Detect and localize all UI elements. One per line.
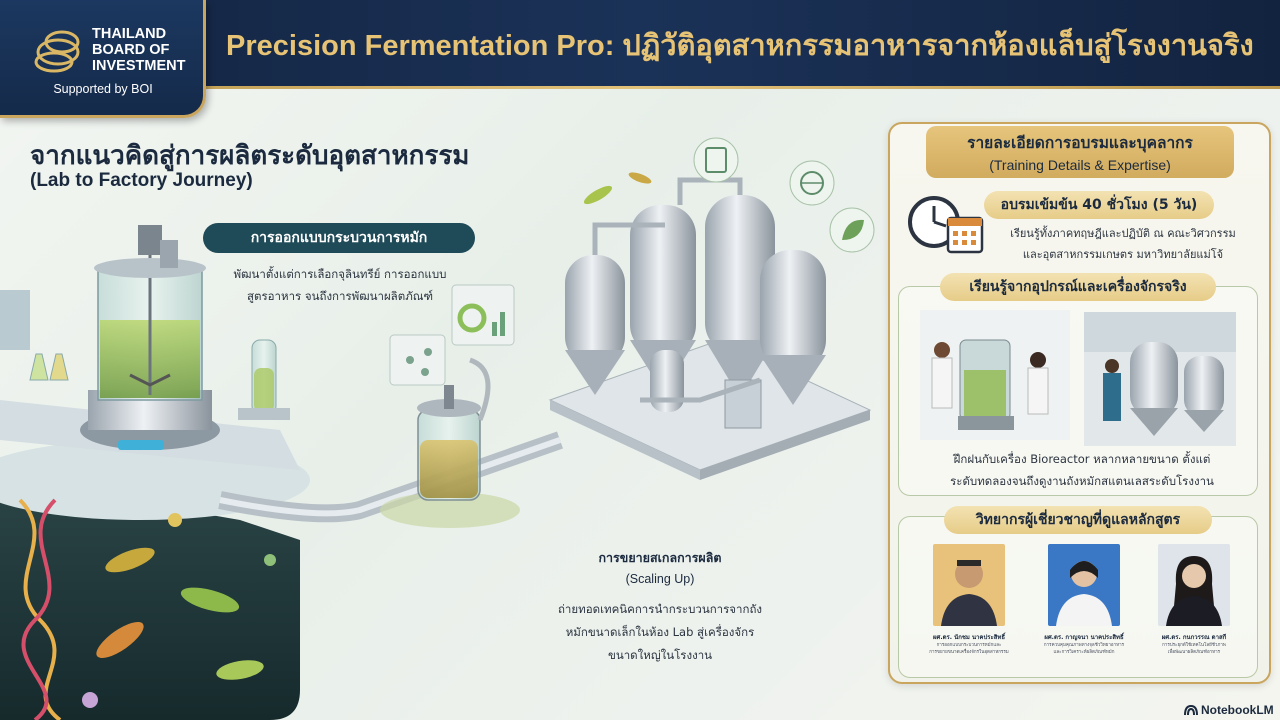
lab-bioreactor	[80, 225, 220, 450]
header-divider	[0, 86, 1280, 89]
globe-icon	[789, 160, 835, 206]
industrial-fermentation-plant	[548, 177, 872, 480]
notebooklm-brand: NotebookLM	[1184, 701, 1278, 719]
design-label: การออกแบบกระบวนการหมัก	[203, 223, 475, 253]
bacteria-icons	[82, 513, 276, 708]
expert-photo-2	[1048, 544, 1120, 626]
lab-to-factory-illustration	[0, 137, 875, 720]
header-bar	[0, 0, 1280, 88]
notebooklm-icon	[1184, 704, 1198, 715]
scaling-title: การขยายสเกลการผลิต	[598, 550, 722, 565]
journey-subtitle: (Lab to Factory Journey)	[30, 170, 253, 191]
pilot-fermenter	[380, 357, 520, 528]
scaling-subtitle: (Scaling Up)	[625, 572, 695, 586]
experts-label: วิทยากรผู้เชี่ยวชาญที่ดูแลหลักสูตร	[944, 506, 1212, 534]
data-cards-icon	[389, 284, 515, 386]
journey-title: จากแนวคิดสู่การผลิตระดับอุตสาหกรรม	[30, 141, 470, 171]
boi-logo: THAILAND BOARD OF INVESTMENT Supported b…	[0, 0, 206, 118]
logo-subtitle: Supported by BOI	[53, 82, 153, 96]
design-description: พัฒนาตั้งแต่การเลือกจุลินทรีย์ การออกแบบ…	[233, 267, 447, 303]
scaling-description: ถ่ายทอดเทคนิคการนำกระบวนการจากถัง หมักขน…	[557, 602, 763, 662]
training-description: เรียนรู้ทั้งภาคทฤษฎีและปฏิบัติ ณ คณะวิศว…	[1010, 227, 1236, 261]
equipment-label: เรียนรู้จากอุปกรณ์และเครื่องจักรจริง	[940, 273, 1216, 301]
page-title: Precision Fermentation Pro: ปฏิวัติอุตสา…	[226, 30, 1254, 62]
checklist-icon	[693, 137, 739, 183]
logo-wordmark: THAILAND BOARD OF INVESTMENT	[92, 26, 186, 74]
factory-tanks-photo	[1084, 312, 1236, 446]
expert-name-2: ผศ.ดร. กาญจนา นาคประสิทธิ์	[1044, 634, 1124, 641]
test-tube	[238, 339, 290, 420]
clock-calendar-icon	[908, 196, 984, 254]
panel-header: รายละเอียดการอบรมและบุคลากร (Training De…	[926, 126, 1234, 178]
expert-photo-3	[1158, 544, 1230, 626]
expert-role-1: การออกแบบกระบวนการหมักและ การขยายขนาดเคร…	[929, 643, 1009, 655]
lab-training-photo	[920, 310, 1070, 440]
equipment-description: ฝึกฝนกับเครื่อง Bioreactor หลากหลายขนาด …	[950, 452, 1214, 488]
expert-name-1: ผศ.ดร. นักชม นาคประสิทธิ์	[933, 634, 1005, 641]
bacteria-float-icons	[583, 172, 652, 205]
training-hours-label: อบรมเข้มข้น 40 ชั่วโมง (5 วัน)	[984, 191, 1214, 219]
expert-name-3: ผศ.ดร. กนกวรรณ ดาสกี	[1161, 634, 1227, 641]
lab-flasks	[29, 353, 69, 381]
expert-role-2: การควบคุมคุณภาพทางจุลชีววิทยาอาหาร และกา…	[1043, 643, 1125, 655]
expert-role-3: การประยุกต์ใช้เทคโนโลยีชีวภาพ เพื่อพัฒนา…	[1162, 643, 1226, 655]
boi-wing-icon	[34, 30, 80, 73]
expert-photo-1	[933, 544, 1005, 626]
dna-helix-icon	[18, 498, 62, 720]
leaf-icon	[829, 207, 875, 253]
